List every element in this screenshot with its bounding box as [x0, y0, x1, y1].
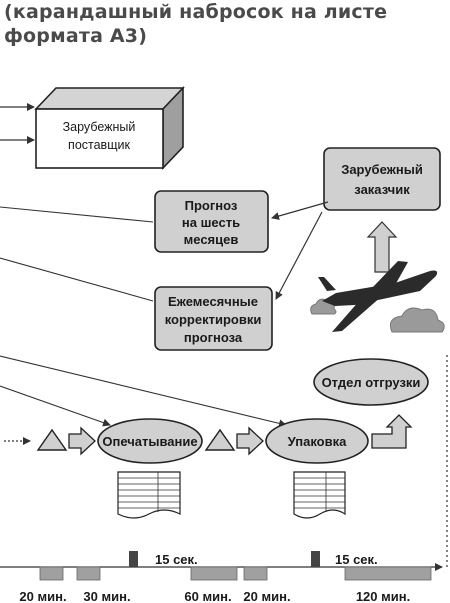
shipment-l-arrow [371, 414, 413, 449]
push-arrow-1 [68, 426, 96, 456]
forecast-label-line-3: месяцев [184, 232, 239, 247]
info-line-to-packing [0, 355, 287, 428]
forecast-label-line-2: на шесть [182, 215, 240, 230]
monthly-label-line-3: прогноза [184, 330, 243, 345]
supplier-box: Зарубежный поставщик [34, 86, 185, 170]
monthly-label-line-1: Ежемесячные [168, 294, 258, 309]
wait-bar-3 [190, 566, 238, 581]
page-title: (карандашный набросок на листе формата А… [4, 0, 387, 48]
info-line-to-sealing [0, 385, 111, 427]
packing-label: Упаковка [288, 434, 347, 449]
monthly-corrections-box: Ежемесячные корректировки прогноза [154, 286, 273, 351]
wait-bar-2 [76, 566, 101, 581]
wait-bar-5 [344, 566, 432, 581]
wait-time-4: 20 мин. [243, 589, 290, 603]
push-arrow-2 [236, 426, 264, 456]
supplier-label-line-2: поставщик [68, 138, 130, 152]
data-box-packing [293, 471, 346, 519]
wait-time-3: 60 мин. [184, 589, 231, 603]
airplane-icon [318, 261, 438, 332]
wait-bar-4 [243, 566, 268, 581]
cycle-marker-1 [129, 551, 138, 567]
customer-box: Зарубежный заказчик [323, 147, 441, 211]
forecast-box: Прогноз на шесть месяцев [154, 190, 269, 253]
sealing-label: Опечатывание [102, 434, 197, 449]
monthly-label-line-2: корректировки [165, 312, 262, 327]
inventory-triangle-1 [36, 428, 68, 451]
data-box-sealing [117, 471, 181, 519]
customer-label-line-2: заказчик [354, 182, 410, 197]
wait-bar-1 [39, 566, 64, 581]
wait-time-5: 120 мин. [356, 589, 410, 603]
shipment-up-arrow [366, 221, 398, 273]
process-packing: Упаковка [265, 418, 369, 464]
supplier-label-line-1: Зарубежный [63, 120, 136, 134]
forecast-label-line-1: Прогноз [185, 198, 238, 213]
title-line-1: (карандашный набросок на листе [4, 1, 388, 23]
cycle-time-2: 15 сек. [335, 552, 378, 567]
wait-time-2: 30 мин. [83, 589, 130, 603]
info-line-monthly [0, 257, 154, 302]
info-line-forecast [0, 206, 154, 223]
customer-to-forecast-arrow [271, 201, 329, 220]
customer-to-monthly-arrow [275, 211, 323, 300]
wait-time-1: 20 мин. [19, 589, 66, 603]
process-sealing: Опечатывание [97, 418, 203, 464]
shipping-department: Отдел отгрузки [313, 358, 429, 406]
customer-label-line-1: Зарубежный [341, 162, 423, 177]
cycle-time-1: 15 сек. [155, 552, 198, 567]
cloud-icon [389, 307, 445, 333]
title-line-2: формата А3) [4, 25, 148, 47]
shipping-label: Отдел отгрузки [322, 375, 421, 390]
cycle-marker-2 [311, 551, 320, 567]
inventory-triangle-2 [204, 428, 236, 451]
